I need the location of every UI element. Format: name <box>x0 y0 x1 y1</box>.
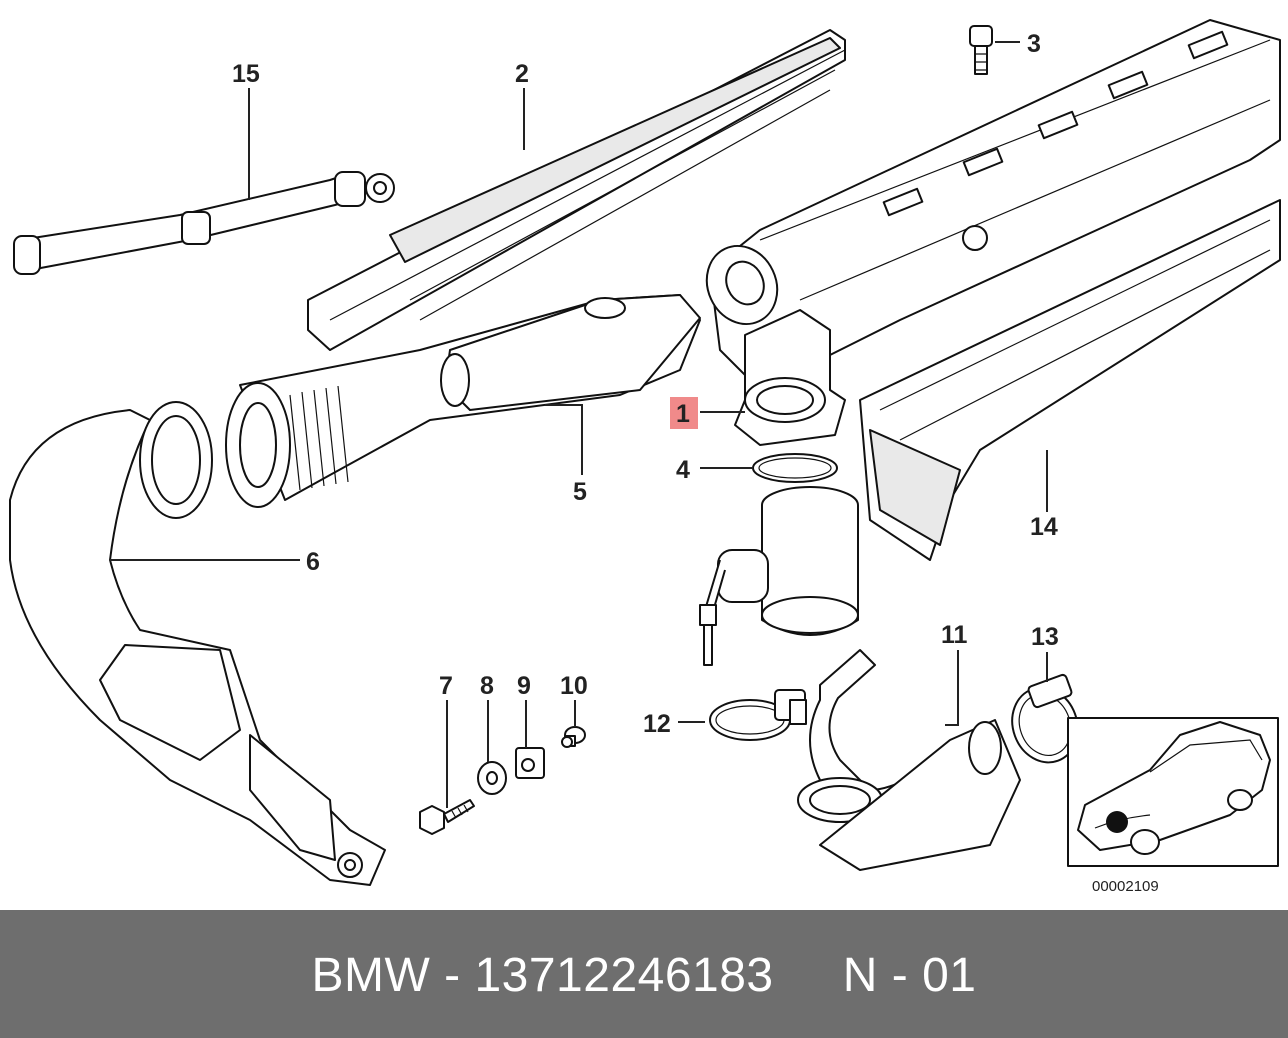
leader-lines <box>110 41 1048 808</box>
part-9-clip-nut <box>515 747 545 779</box>
callout-5[interactable]: 5 <box>573 478 587 506</box>
callout-labels: 15 2 3 1 4 5 6 14 7 8 9 10 11 12 13 0000… <box>232 30 1159 895</box>
part-15-hose <box>13 171 395 275</box>
part-6-intake-duct <box>9 401 386 886</box>
callout-4[interactable]: 4 <box>676 456 690 484</box>
callout-7[interactable]: 7 <box>439 672 453 700</box>
part-7-screw <box>419 799 475 835</box>
callout-9[interactable]: 9 <box>517 672 531 700</box>
callout-8[interactable]: 8 <box>480 672 494 700</box>
part-12-hose-clamp <box>709 689 807 741</box>
callout-14[interactable]: 14 <box>1030 513 1058 541</box>
inset-reference-code: 00002109 <box>1092 878 1159 895</box>
part-1-flange-adapter <box>734 309 846 446</box>
part-3-bolt <box>969 25 993 75</box>
part-14-intake-manifold <box>705 19 1281 561</box>
air-mass-meter <box>699 486 859 666</box>
part-13-worm-clamp <box>1011 673 1079 764</box>
callout-1[interactable]: 1 <box>676 400 690 428</box>
callout-15[interactable]: 15 <box>232 60 260 88</box>
callout-6[interactable]: 6 <box>306 548 320 576</box>
part-11-breather-hose <box>797 649 1021 871</box>
callout-3[interactable]: 3 <box>1027 30 1041 58</box>
location-marker-dot <box>1106 811 1128 833</box>
callout-2[interactable]: 2 <box>515 60 529 88</box>
callout-13[interactable]: 13 <box>1031 623 1059 651</box>
footer-bar: BMW - 13712246183 N - 01 <box>0 910 1288 1038</box>
car-location-inset <box>1067 717 1279 867</box>
part-4-o-ring <box>752 453 838 483</box>
part-10-rivet <box>561 726 586 748</box>
footer-part-number: BMW - 13712246183 N - 01 <box>311 949 977 1002</box>
exploded-parts-diagram: 15 2 3 1 4 5 6 14 7 8 9 10 11 12 13 0000… <box>9 19 1281 895</box>
callout-12[interactable]: 12 <box>643 710 671 738</box>
part-2-air-filter <box>307 29 846 351</box>
diagram-canvas: 15 2 3 1 4 5 6 14 7 8 9 10 11 12 13 0000… <box>9 19 1281 895</box>
callout-11[interactable]: 11 <box>941 621 968 649</box>
part-8-washer <box>477 761 507 795</box>
part-5-intake-boot <box>225 294 701 508</box>
callout-10[interactable]: 10 <box>560 672 588 700</box>
callout-1-highlight <box>670 397 698 429</box>
